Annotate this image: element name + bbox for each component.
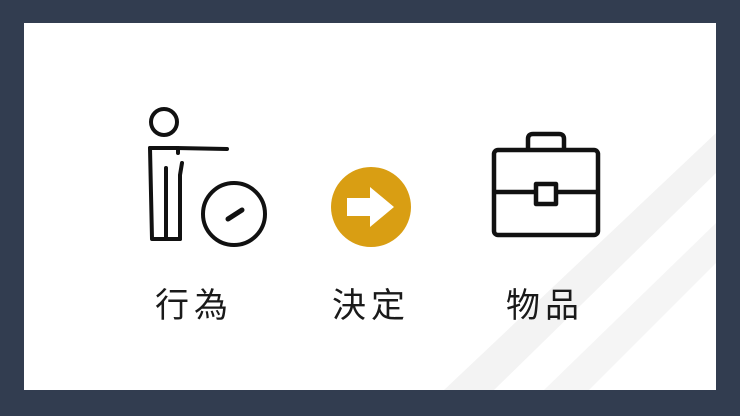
label-decision: 決定: [332, 286, 410, 326]
person-clock-icon: [148, 107, 267, 247]
label-goods: 物品: [506, 286, 584, 326]
label-behavior: 行為: [155, 286, 233, 326]
item-decision: 決定: [291, 23, 451, 390]
slide: 行為 決定 物品: [24, 23, 716, 390]
briefcase-icon: [491, 131, 601, 238]
item-goods: 物品: [490, 23, 650, 390]
item-behavior: 行為: [114, 23, 274, 390]
arrow-right-circle-icon: [331, 167, 411, 247]
background-stripes: [444, 133, 716, 390]
